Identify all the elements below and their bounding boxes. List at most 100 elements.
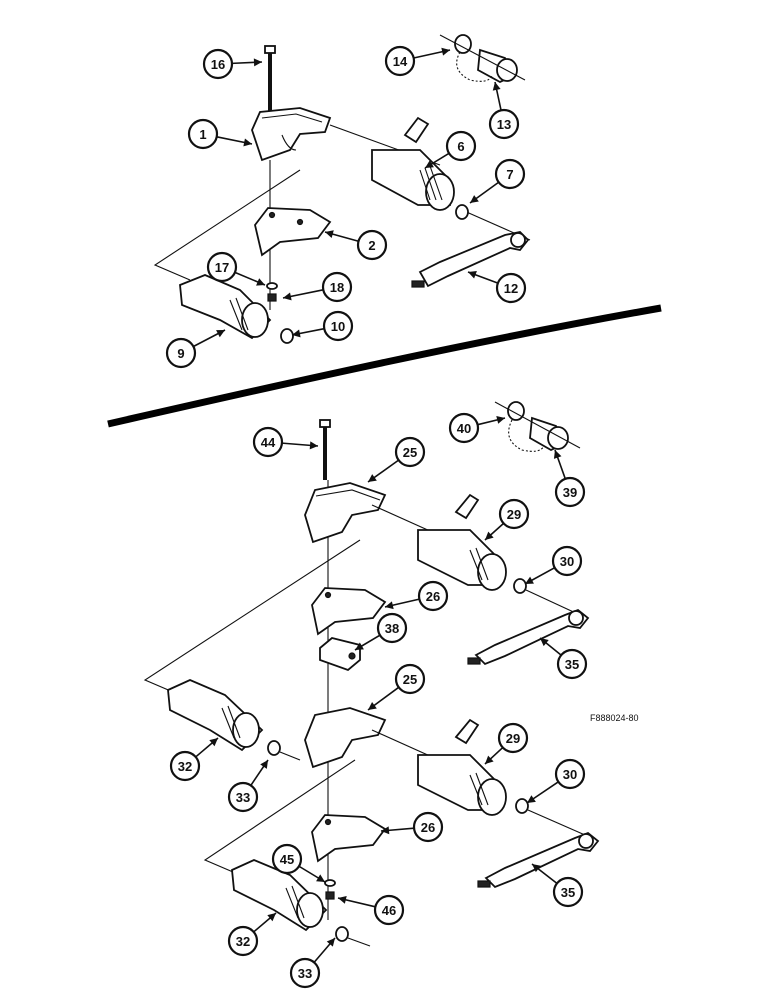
leader-arrowhead bbox=[553, 450, 562, 459]
leader-arrowhead bbox=[496, 416, 505, 424]
callout-26: 26 bbox=[384, 580, 449, 612]
callout-2: 2 bbox=[324, 229, 388, 261]
callout-number: 2 bbox=[368, 238, 375, 253]
callout-number: 40 bbox=[457, 421, 471, 436]
callout-circle bbox=[289, 957, 321, 989]
upper-bracket bbox=[251, 107, 332, 162]
leader-arrowhead bbox=[309, 441, 318, 450]
callout-circle bbox=[497, 722, 529, 754]
callout-number: 25 bbox=[403, 672, 417, 687]
callout-circle bbox=[271, 843, 303, 875]
callout-circle bbox=[206, 251, 238, 283]
callout-number: 35 bbox=[561, 885, 575, 900]
callout-32: 32 bbox=[227, 912, 277, 957]
callout-circle bbox=[202, 48, 234, 80]
callout-33: 33 bbox=[227, 759, 269, 813]
callout-number: 13 bbox=[497, 117, 511, 132]
callout-circle bbox=[384, 45, 416, 77]
callout-circle bbox=[552, 876, 584, 908]
leader-arrowhead bbox=[256, 278, 265, 286]
leader-arrowhead bbox=[485, 755, 494, 764]
callout-circle bbox=[494, 158, 526, 190]
bolt bbox=[264, 45, 276, 118]
callout-circle bbox=[554, 476, 586, 508]
leader-arrowhead bbox=[525, 576, 534, 584]
callout-number: 38 bbox=[385, 621, 399, 636]
callout-number: 10 bbox=[331, 319, 345, 334]
callout-number: 45 bbox=[280, 852, 294, 867]
callout-circle bbox=[417, 580, 449, 612]
callout-circle bbox=[412, 811, 444, 843]
leader-arrowhead bbox=[381, 826, 390, 835]
callout-number: 29 bbox=[506, 731, 520, 746]
callout-circle bbox=[554, 758, 586, 790]
callout-number: 12 bbox=[504, 281, 518, 296]
leader-arrowhead bbox=[260, 760, 268, 769]
callout-circle bbox=[376, 612, 408, 644]
leader-arrowhead bbox=[283, 292, 292, 301]
callout-number: 30 bbox=[560, 554, 574, 569]
callout-number: 14 bbox=[393, 54, 408, 69]
callout-circle bbox=[322, 310, 354, 342]
coupler-lower-left bbox=[179, 274, 272, 340]
callout-16: 16 bbox=[202, 48, 263, 80]
section-divider bbox=[107, 304, 662, 428]
callout-26: 26 bbox=[380, 811, 444, 843]
top-assembly bbox=[153, 34, 531, 344]
callout-number: 35 bbox=[565, 657, 579, 672]
callout-circle bbox=[445, 130, 477, 162]
callout-number: 6 bbox=[457, 139, 464, 154]
callout-circle bbox=[448, 412, 480, 444]
lever-wrench bbox=[411, 231, 530, 288]
callout-number: 18 bbox=[330, 280, 344, 295]
callout-circle bbox=[488, 108, 520, 140]
callout-25: 25 bbox=[367, 436, 426, 483]
bottom-assembly bbox=[143, 401, 600, 947]
callout-46: 46 bbox=[337, 894, 405, 926]
dust-cap-chain bbox=[439, 34, 526, 84]
callout-35: 35 bbox=[531, 863, 584, 908]
callout-circle bbox=[321, 271, 353, 303]
leader-arrowhead bbox=[425, 160, 434, 168]
leader-arrowhead bbox=[216, 330, 225, 338]
callout-6: 6 bbox=[424, 130, 477, 169]
leader-arrowhead bbox=[325, 230, 334, 238]
callout-circle bbox=[373, 894, 405, 926]
callout-number: 7 bbox=[506, 167, 513, 182]
callout-number: 16 bbox=[211, 57, 225, 72]
callout-18: 18 bbox=[282, 271, 353, 303]
callout-13: 13 bbox=[488, 81, 520, 140]
leader-arrowhead bbox=[485, 531, 494, 540]
callout-35: 35 bbox=[539, 637, 588, 680]
callout-9: 9 bbox=[165, 329, 226, 369]
leader-arrowhead bbox=[209, 738, 218, 747]
coupler-upper-right bbox=[371, 116, 455, 211]
callout-circle bbox=[498, 498, 530, 530]
callout-33: 33 bbox=[289, 937, 336, 989]
leader-arrowhead bbox=[385, 601, 394, 610]
callout-number: 17 bbox=[215, 260, 229, 275]
callout-number: 33 bbox=[236, 790, 250, 805]
leader-arrowhead bbox=[326, 938, 335, 947]
callout-29: 29 bbox=[484, 498, 530, 541]
callout-7: 7 bbox=[469, 158, 526, 204]
callout-circle bbox=[187, 118, 219, 150]
callout-circle bbox=[169, 750, 201, 782]
callout-circle bbox=[556, 648, 588, 680]
leader-arrowhead bbox=[338, 895, 347, 904]
callout-number: 32 bbox=[178, 759, 192, 774]
callout-44: 44 bbox=[252, 426, 319, 458]
callout-12: 12 bbox=[467, 271, 527, 304]
leader-arrowhead bbox=[267, 913, 276, 922]
callout-number: 39 bbox=[563, 485, 577, 500]
callout-38: 38 bbox=[354, 612, 408, 651]
leader-arrowhead bbox=[243, 138, 252, 147]
callout-circle bbox=[165, 337, 197, 369]
leader-arrowhead bbox=[441, 47, 450, 56]
leader-arrowhead bbox=[292, 329, 301, 338]
leader-arrowhead bbox=[540, 638, 549, 647]
callout-32: 32 bbox=[169, 737, 219, 782]
callout-circle bbox=[227, 925, 259, 957]
